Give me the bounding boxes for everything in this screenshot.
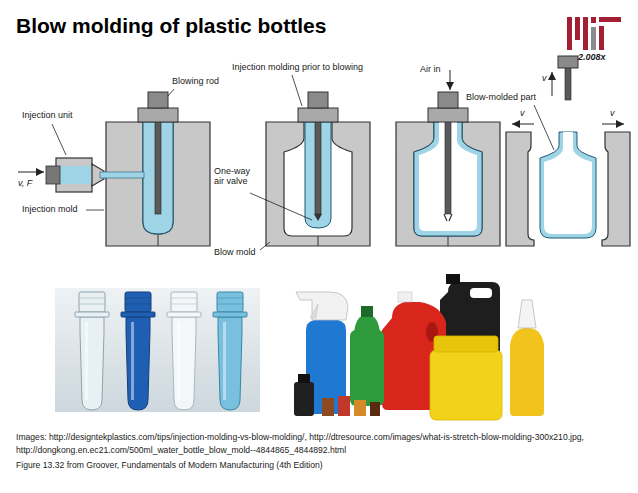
- preform-photo: [167, 292, 201, 410]
- mit-logo: [599, 17, 621, 22]
- part-label: Injection unit: [22, 110, 73, 120]
- part-label: One-way air valve: [214, 166, 260, 187]
- bottles-photo: [398, 292, 412, 302]
- mit-logo: [591, 27, 596, 50]
- leader-line: [52, 75, 554, 250]
- blow-mold: [298, 92, 338, 214]
- leader-line: [86, 210, 104, 211]
- mit-logo: [591, 17, 596, 23]
- injection-mold: [106, 92, 210, 246]
- slide-title: Blow molding of plastic bottles: [16, 14, 326, 38]
- motion-arrow: [552, 72, 553, 96]
- bottles-photo: [446, 274, 460, 284]
- bottles-photo: [518, 300, 536, 328]
- blow-mold-open: [602, 132, 630, 246]
- leader-line: [534, 105, 554, 150]
- preform-photo: [55, 288, 260, 412]
- runner: [100, 172, 144, 178]
- flow-label: Air in: [420, 64, 441, 74]
- bottles-photo: [470, 288, 492, 298]
- motion-arrow: [18, 70, 624, 172]
- bottles-photo: [296, 292, 348, 320]
- blow-mold-open: [506, 56, 630, 246]
- motion-arrow: [450, 70, 451, 90]
- blow-mold: [428, 92, 468, 214]
- bottles-photo: [370, 402, 380, 416]
- mit-logo: [567, 17, 621, 50]
- leader-line: [52, 124, 66, 155]
- velocity-label: v: [542, 73, 547, 83]
- injection-mold: [138, 92, 178, 214]
- leader-line: [168, 89, 174, 96]
- blow-mold-open: [565, 66, 571, 100]
- bottles-photo: [350, 330, 384, 406]
- mit-logo: [583, 17, 588, 50]
- part-label: Injection mold: [22, 204, 78, 214]
- velocity-label: v: [610, 108, 615, 118]
- motion-arrow: [602, 124, 624, 125]
- bottles-photo: [510, 328, 544, 416]
- blow-mold-open: [540, 132, 596, 238]
- mit-logo: [567, 17, 572, 50]
- bottles-photo: [338, 396, 350, 416]
- bottles-photo: [354, 400, 366, 416]
- bottles-photo: [285, 268, 575, 428]
- injection-unit: [56, 158, 92, 192]
- blow-mold-open: [558, 56, 578, 68]
- part-label: Blow mold: [214, 247, 256, 257]
- blow-mold: [266, 92, 370, 246]
- blow-mold: [396, 92, 500, 246]
- bottles-photo: [434, 336, 498, 352]
- preform-photo: [55, 288, 260, 412]
- bottles-photo: [361, 306, 373, 317]
- course-number: 2.008x: [578, 52, 606, 62]
- leader-line: [260, 242, 270, 250]
- injection-unit: [58, 166, 92, 184]
- velocity-label: v: [520, 108, 525, 118]
- figure-credit: Figure 13.32 from Groover, Fundamentals …: [16, 459, 626, 472]
- preform-photo: [75, 292, 109, 410]
- blow-mold: [444, 214, 452, 221]
- bottles-photo: [298, 374, 310, 383]
- blow-mold-open: [544, 132, 592, 234]
- leader-line: [250, 193, 312, 220]
- blow-mold: [314, 214, 322, 221]
- force-label: v, F: [18, 178, 32, 188]
- bottles-photo: [310, 304, 318, 318]
- part-label: Blow-molded part: [466, 92, 536, 102]
- leader-line: [292, 75, 302, 106]
- bottles-photo: [294, 382, 314, 416]
- blow-mold-open: [506, 132, 534, 246]
- bottles-photo: [322, 398, 334, 416]
- mit-logo: [599, 26, 604, 50]
- motion-arrow: [18, 172, 44, 173]
- motion-arrow: [512, 124, 534, 125]
- part-label: Blowing rod: [172, 76, 219, 86]
- image-credits: Images: http://designtekplastics.com/tip…: [16, 431, 626, 458]
- mit-logo: [575, 17, 580, 40]
- bottles-photo: [430, 350, 502, 420]
- part-label: Injection molding prior to blowing: [232, 62, 363, 72]
- bottles-photo: [285, 268, 575, 428]
- bottles-photo: [354, 316, 380, 332]
- preform-photo: [213, 292, 247, 410]
- injection-unit: [46, 158, 104, 192]
- preform-photo: [121, 292, 155, 410]
- injection-unit: [46, 166, 60, 184]
